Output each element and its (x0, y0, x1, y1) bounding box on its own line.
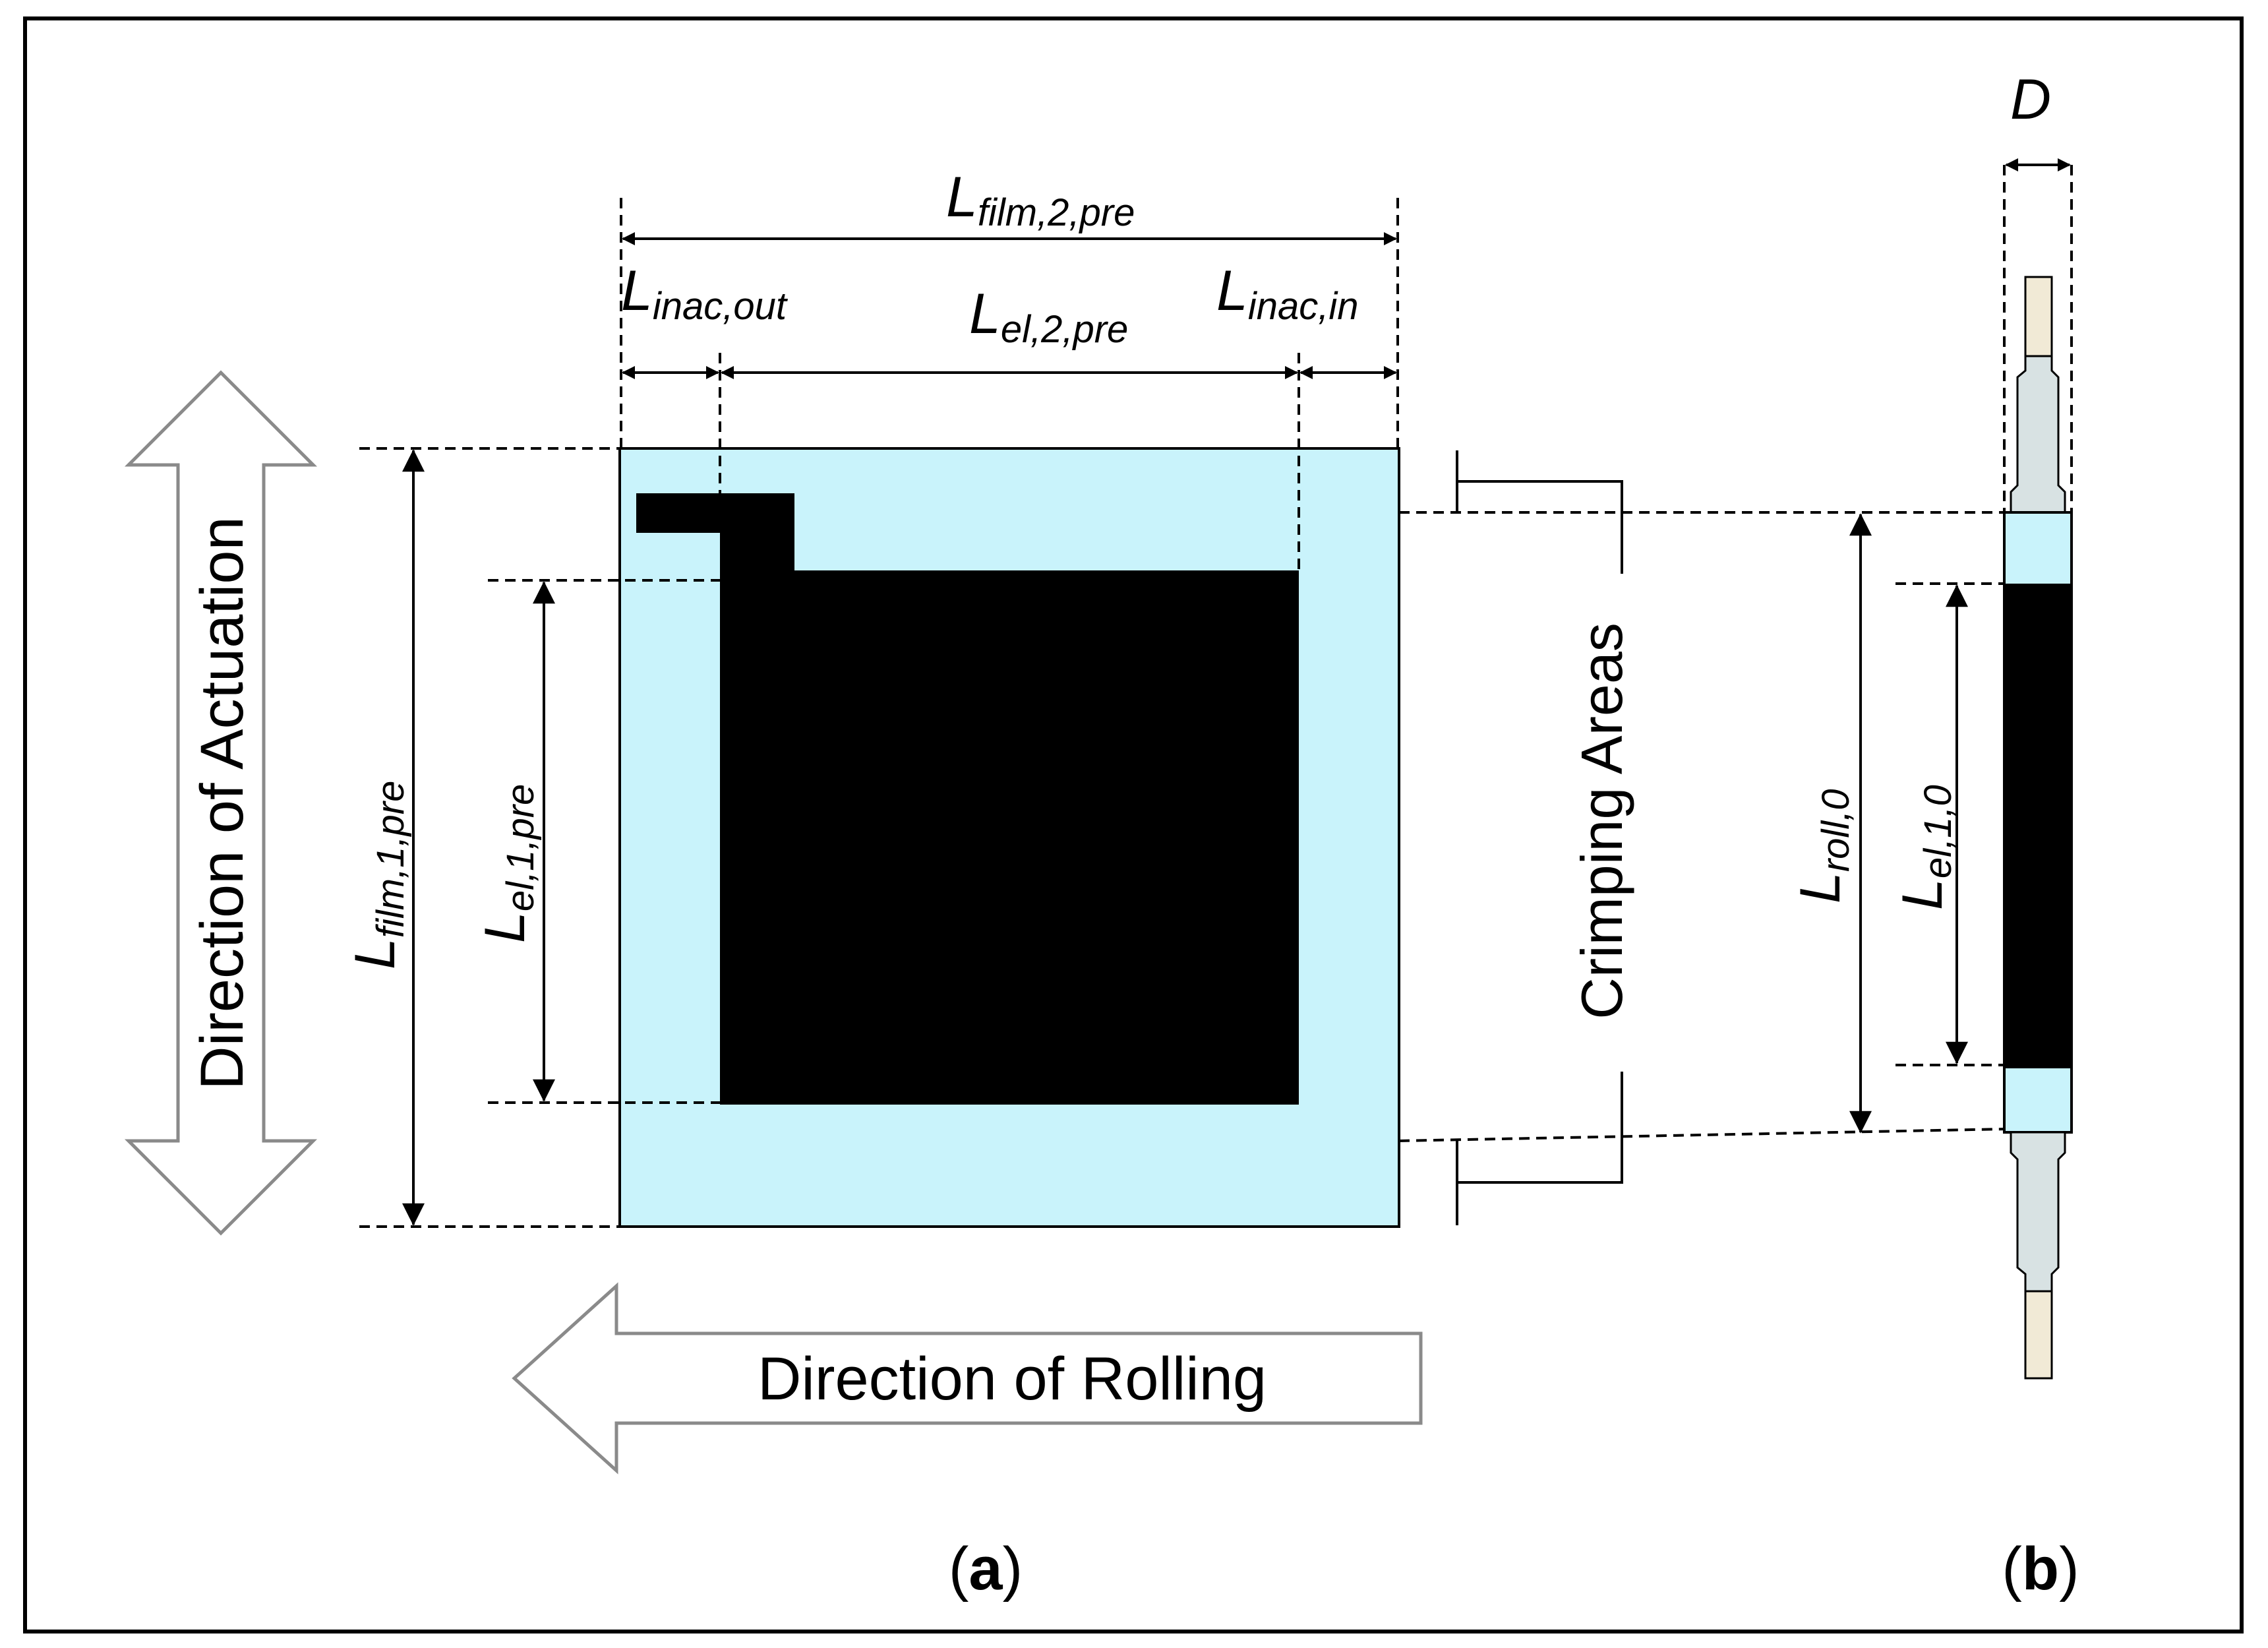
label-film-1-pre: Lfilm,1,pre (343, 781, 412, 969)
label-inac-out: Linac,out (621, 259, 789, 328)
label-el-2-pre: Lel,2,pre (969, 282, 1128, 351)
electrode-area (636, 493, 1299, 1105)
label-inac-in: Linac,in (1216, 259, 1359, 328)
crimp-bracket-bottom-lead (1457, 1072, 1623, 1184)
label-film-2-pre: Lfilm,2,pre (946, 166, 1135, 234)
label-el-1-0: Lel,1,0 (1891, 785, 1959, 910)
panel-b-label: (b) (2002, 1535, 2079, 1602)
label-d: D (2010, 68, 2051, 131)
rod-bottom-end (2024, 1290, 2053, 1380)
crimping-areas-label: Crimping Areas (1569, 623, 1634, 1020)
crimp-bracket-top-lead (1457, 480, 1623, 574)
rod-top-end (2024, 276, 2053, 357)
rolling-arrow (512, 1282, 1423, 1475)
direction-rolling-label: Direction of Rolling (758, 1345, 1267, 1413)
guide-crimp-bottom (1398, 1128, 2006, 1142)
rod-top-shaft (2010, 355, 2066, 514)
direction-actuation-label: Direction of Actuation (189, 516, 256, 1089)
roll-electrode (2004, 584, 2072, 1068)
rod-bottom-shaft (2010, 1131, 2066, 1293)
actuation-double-arrow (124, 370, 318, 1236)
label-el-1-pre: Lel,1,pre (473, 784, 542, 943)
panel-a-label: (a) (949, 1535, 1023, 1602)
label-roll-0: Lroll,0 (1789, 789, 1857, 903)
